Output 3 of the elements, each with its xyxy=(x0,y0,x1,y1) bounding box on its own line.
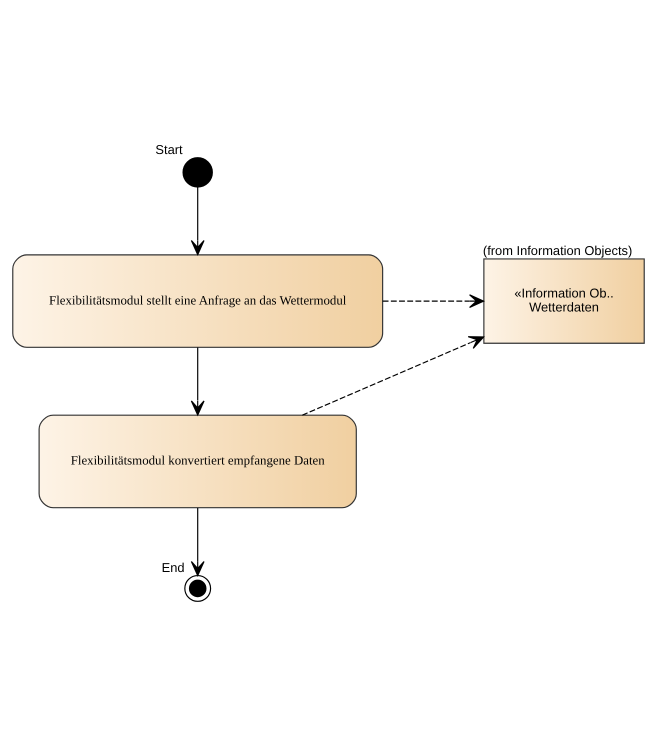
node-label: End xyxy=(162,559,185,574)
node-label: (from Information Objects) xyxy=(482,242,632,258)
node-label: Start xyxy=(155,141,183,156)
